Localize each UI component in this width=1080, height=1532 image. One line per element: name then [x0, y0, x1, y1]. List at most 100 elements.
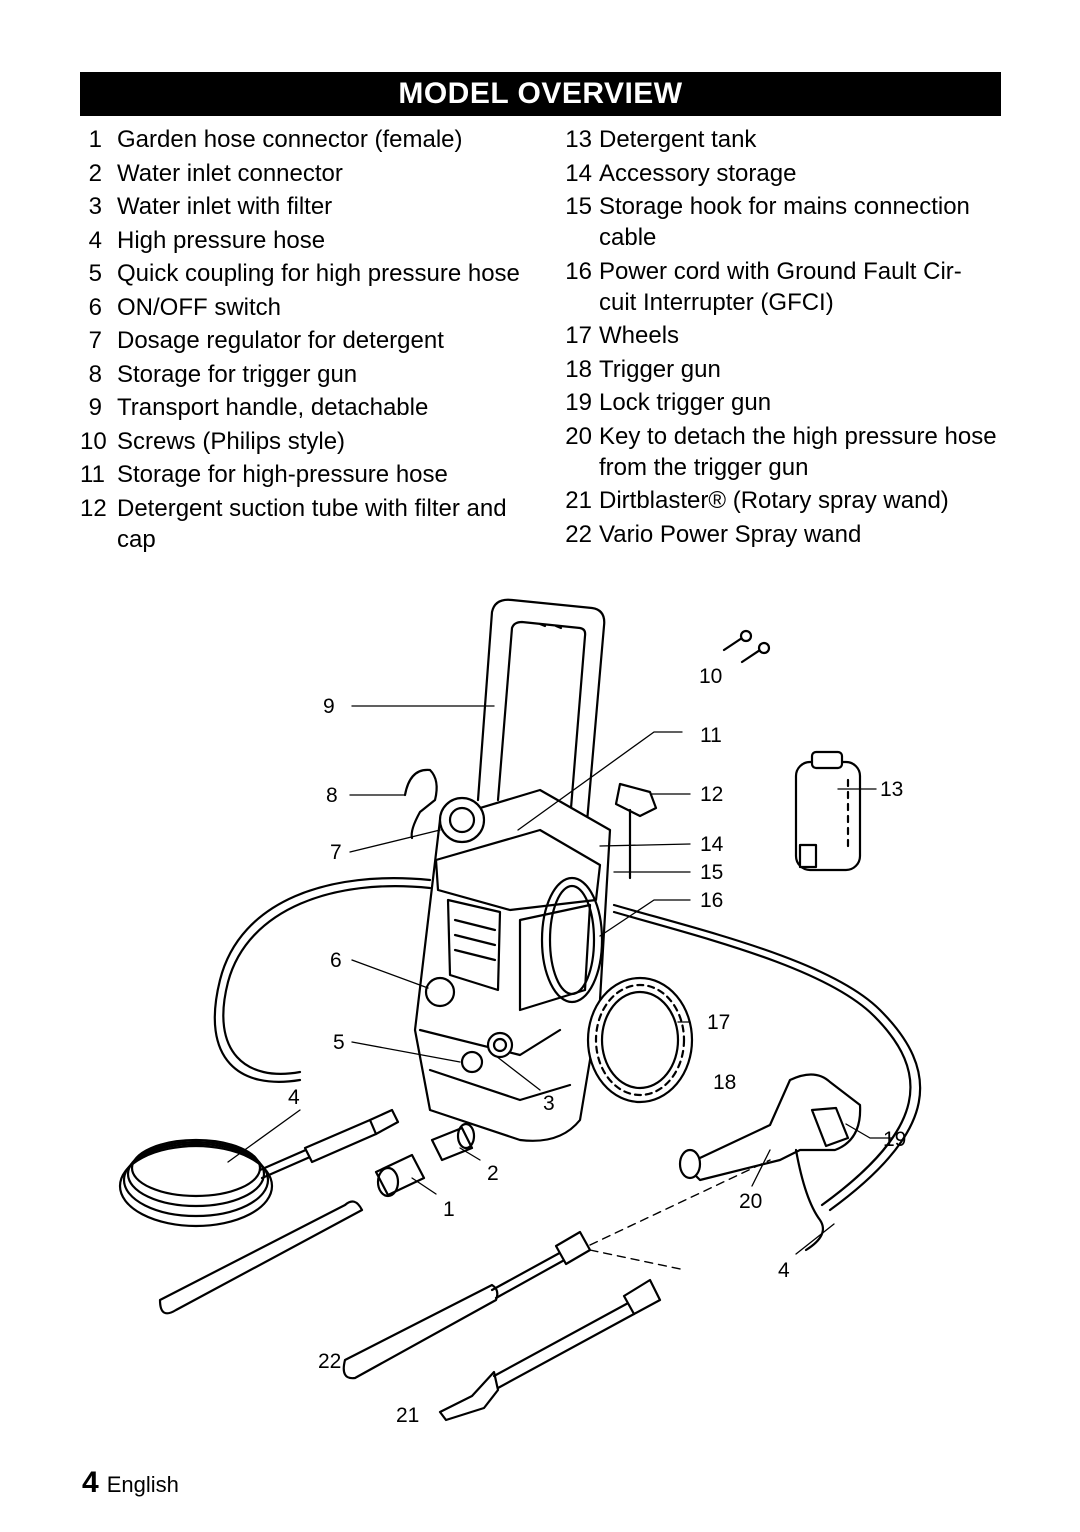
label-10: 10 — [699, 665, 722, 688]
label-20: 20 — [739, 1190, 762, 1213]
hose-fitting — [303, 1118, 378, 1164]
item-number: 5 — [88, 260, 102, 287]
on-off-switch — [424, 976, 456, 1008]
label-22: 22 — [318, 1350, 341, 1373]
item-number: 3 — [88, 193, 102, 220]
screws — [722, 629, 771, 664]
item-text: Detergent tank — [599, 126, 757, 153]
vario-spray-wand — [342, 1230, 592, 1380]
gun-storage — [403, 768, 438, 840]
item-number: 13 — [565, 126, 592, 153]
high-pressure-hose-coil — [118, 1133, 344, 1228]
quick-coupling — [460, 1050, 484, 1074]
label-13: 13 — [880, 778, 903, 801]
label-21: 21 — [396, 1404, 419, 1427]
trigger-gun — [678, 1073, 862, 1252]
item-number: 7 — [88, 327, 102, 354]
page-title: MODEL OVERVIEW — [80, 72, 1001, 116]
item-text: Vario Power Spray wand — [599, 520, 862, 548]
leader-lines — [227, 705, 893, 1255]
item-text: Garden hose connector (female) — [117, 126, 463, 153]
item-number: 15 — [565, 193, 592, 220]
item-number: 14 — [565, 159, 592, 187]
washer-body — [413, 788, 612, 1142]
item-number: 21 — [565, 487, 592, 514]
item-number: 2 — [88, 159, 102, 187]
label-15: 15 — [700, 861, 723, 884]
item-number: 6 — [88, 293, 102, 321]
item-text: Power cord with Ground Fault Cir- cuit I… — [599, 257, 962, 316]
label-9: 9 — [323, 695, 335, 718]
label-1: 1 — [443, 1198, 455, 1221]
item-number: 1 — [88, 126, 102, 153]
power-cord-line — [612, 903, 922, 1212]
label-11: 11 — [700, 724, 722, 747]
label-12: 12 — [700, 783, 723, 806]
list-item: 8 Storage for trigger gun — [80, 359, 520, 390]
list-item: 6 ON/OFF switch — [80, 292, 520, 323]
item-text: ON/OFF switch — [117, 293, 282, 321]
label-8: 8 — [326, 784, 338, 807]
detergent-tube — [614, 782, 658, 818]
detergent-tank — [794, 750, 862, 872]
label-3: 3 — [543, 1092, 555, 1115]
transport-handle — [476, 598, 606, 847]
garden-hose-connector — [374, 1153, 426, 1198]
item-text: Key to detach the high pressure hose fro… — [599, 422, 997, 481]
item-number: 11 — [80, 461, 105, 488]
list-item: 11 Storage for high-pressure hose — [80, 459, 520, 490]
item-number: 8 — [88, 360, 102, 388]
label-7: 7 — [330, 841, 342, 864]
item-number: 18 — [565, 355, 592, 383]
hose-loop-inner — [222, 885, 432, 1075]
label-6: 6 — [330, 949, 342, 972]
item-text: High pressure hose — [117, 226, 326, 254]
label-2: 2 — [487, 1162, 499, 1185]
list-item: 9 Transport handle, detachable — [80, 392, 520, 423]
list-item: 4 High pressure hose — [80, 225, 520, 256]
label-4b: 4 — [778, 1259, 790, 1282]
label-19: 19 — [883, 1128, 906, 1151]
water-inlet-connector — [430, 1122, 476, 1162]
water-inlet — [486, 1031, 514, 1059]
item-text: Wheels — [599, 322, 680, 349]
item-number: 16 — [565, 257, 592, 285]
label-16: 16 — [700, 889, 723, 912]
label-18: 18 — [713, 1071, 736, 1094]
garden-hose — [158, 1200, 364, 1315]
item-text: Storage for trigger gun — [117, 360, 358, 388]
label-5: 5 — [333, 1031, 345, 1054]
item-number: 20 — [565, 422, 592, 450]
item-text: Detergent suction tube with filter and c… — [117, 494, 507, 553]
page-footer: 4 English — [82, 1466, 179, 1500]
item-text: Storage for high-pressure hose — [117, 461, 448, 488]
cord-storage-coil — [540, 876, 604, 1004]
hose-loop — [213, 877, 432, 1083]
assembly-dash-line — [589, 1159, 771, 1246]
item-number: 9 — [88, 394, 102, 421]
item-text: Accessory storage — [599, 159, 797, 187]
item-text: Trigger gun — [599, 355, 721, 383]
label-17: 17 — [707, 1011, 730, 1034]
footer-language: English — [106, 1472, 179, 1497]
item-text: Transport handle, detachable — [117, 394, 429, 421]
item-number: 4 — [88, 226, 102, 254]
dirtblaster-wand — [438, 1278, 662, 1422]
item-number: 17 — [565, 322, 592, 349]
wheel — [586, 976, 694, 1104]
